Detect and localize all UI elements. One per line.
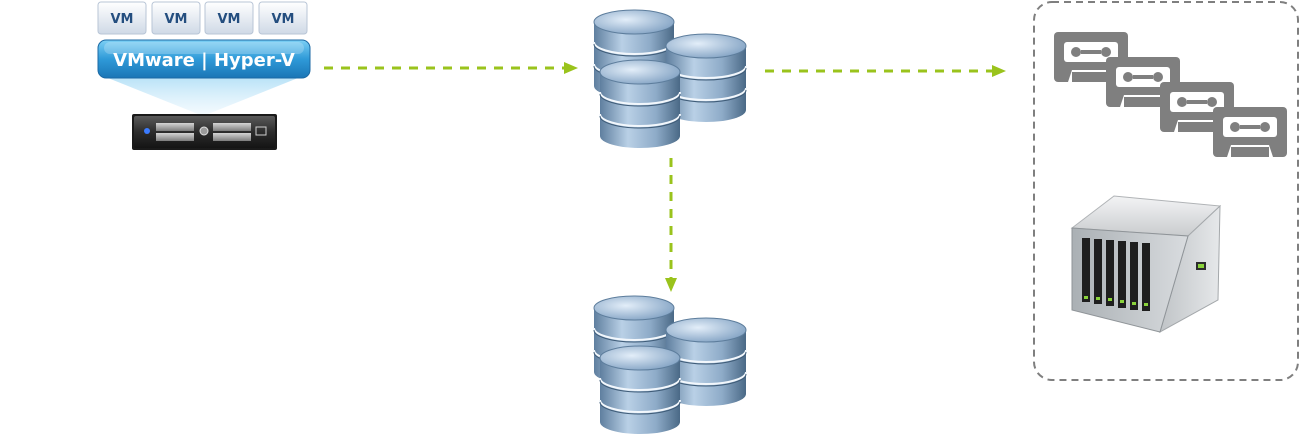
archive-targets-group — [1033, 1, 1299, 381]
hypervisor-label: VMware | Hyper-V — [113, 50, 295, 71]
rack-server-icon — [132, 114, 277, 150]
vm-tile-2: VM — [151, 1, 201, 35]
vm-tile-1: VM — [97, 1, 147, 35]
library-drive-bays — [1082, 238, 1150, 311]
flow-arrows — [324, 62, 1006, 292]
vm-tile-label: VM — [272, 12, 295, 27]
hypervisor-cone — [108, 78, 298, 114]
tape-library-icon — [1070, 195, 1222, 334]
vm-tile-3: VM — [204, 1, 254, 35]
replica-storage-icon — [593, 295, 747, 435]
vm-tile-label: VM — [111, 12, 134, 27]
vm-tile-label: VM — [165, 12, 188, 27]
tape-cassette-icon — [1213, 107, 1287, 157]
primary-storage-icon — [593, 9, 747, 149]
tape-media-icon — [1054, 32, 1287, 157]
hypervisor-banner: VMware | Hyper-V — [97, 39, 311, 79]
vm-host-group: VM VM VM VM VMware | Hyper-V — [97, 1, 311, 150]
archive-group-border — [1033, 1, 1299, 381]
arrow-storage-to-replica — [665, 158, 677, 292]
arrow-storage-to-archive — [765, 65, 1006, 77]
arrow-host-to-storage — [324, 62, 578, 74]
vm-tile-4: VM — [258, 1, 308, 35]
vm-tile-label: VM — [218, 12, 241, 27]
